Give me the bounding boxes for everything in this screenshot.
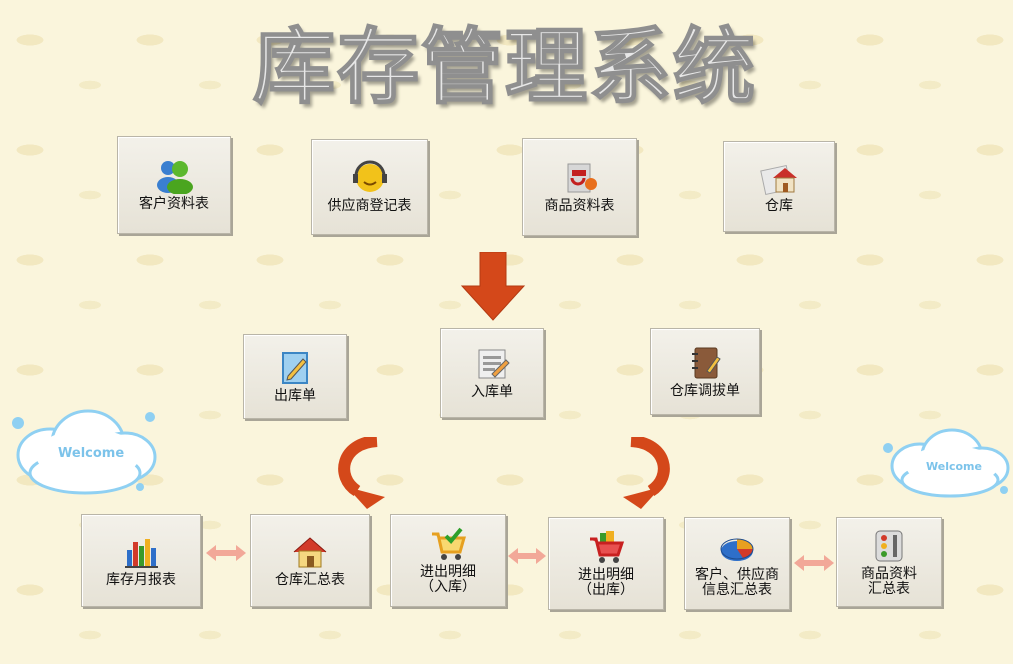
curved-arrow-left-icon (623, 437, 670, 509)
welcome-cloud-right: Welcome (883, 428, 1010, 498)
tools-icon (869, 528, 909, 564)
welcome-cloud-left: Welcome (12, 409, 157, 495)
supplier-register-label: 供应商登记表 (327, 198, 412, 214)
welcome-text-left: Welcome (58, 446, 124, 461)
double-arrow-icon (794, 555, 834, 571)
warehouse-button[interactable]: 仓库 (723, 141, 835, 232)
product-summary-label: 商品资料 汇总表 (861, 565, 917, 597)
detail-outbound-label: 进出明细 （出库） (578, 567, 634, 598)
users-icon (154, 158, 194, 194)
house-icon (759, 160, 799, 196)
warehouse-transfer-label: 仓库调拔单 (670, 382, 740, 399)
customer-data-label: 客户资料表 (139, 196, 209, 212)
double-arrow-icon (508, 548, 546, 564)
product-data-label: 商品资料表 (544, 198, 615, 214)
outbound-order-label: 出库单 (274, 387, 316, 404)
form-edit-icon (472, 346, 512, 382)
pie-chart-icon (717, 529, 757, 565)
support-agent-icon (350, 160, 390, 196)
customer-supplier-summary-button[interactable]: 客户、供应商 信息汇总表 (684, 517, 790, 610)
cart-icon (586, 529, 626, 565)
double-arrow-icon (206, 545, 246, 561)
notebook-icon (685, 345, 725, 381)
product-data-button[interactable]: 商品资料表 (522, 138, 637, 236)
welcome-text-right: Welcome (926, 460, 982, 473)
outbound-order-button[interactable]: 出库单 (243, 334, 347, 419)
customer-data-button[interactable]: 客户资料表 (117, 136, 231, 234)
monthly-report-button[interactable]: 库存月报表 (81, 514, 201, 607)
detail-inbound-label: 进出明细 （入库） (420, 564, 476, 595)
cart-check-icon (428, 526, 468, 562)
detail-inbound-button[interactable]: 进出明细 （入库） (390, 514, 506, 607)
curved-arrow-right-icon (338, 437, 385, 509)
warehouse-summary-label: 仓库汇总表 (275, 571, 345, 588)
bar-chart-icon (121, 534, 161, 570)
edit-pencil-icon (275, 350, 315, 386)
warehouse-label: 仓库 (765, 197, 793, 214)
monthly-report-label: 库存月报表 (106, 571, 176, 588)
supplier-register-button[interactable]: 供应商登记表 (311, 139, 428, 235)
down-arrow-icon (460, 252, 526, 321)
warehouse-summary-button[interactable]: 仓库汇总表 (250, 514, 370, 607)
warehouse-transfer-button[interactable]: 仓库调拔单 (650, 328, 760, 415)
product-summary-button[interactable]: 商品资料 汇总表 (836, 517, 942, 607)
page-title: 库存管理系统 (252, 19, 757, 116)
inbound-order-button[interactable]: 入库单 (440, 328, 544, 418)
customer-supplier-summary-label: 客户、供应商 信息汇总表 (695, 567, 779, 598)
detail-outbound-button[interactable]: 进出明细 （出库） (548, 517, 664, 610)
home-icon (290, 534, 330, 570)
product-box-icon (560, 160, 600, 196)
inbound-order-label: 入库单 (471, 384, 513, 400)
